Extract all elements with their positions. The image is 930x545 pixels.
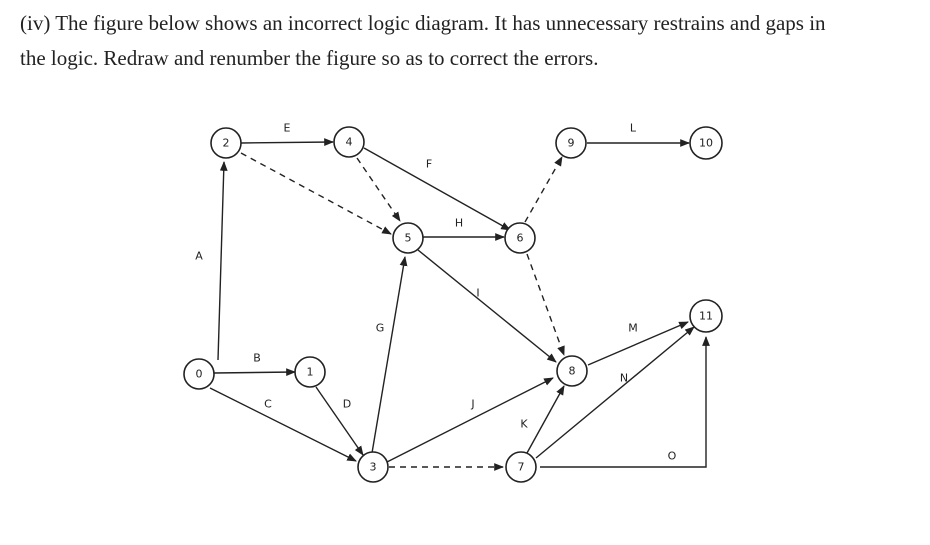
node-1-label: 1 (307, 366, 314, 379)
node-1: 1 (294, 356, 326, 388)
label-K: K (520, 418, 528, 431)
node-9-label: 9 (568, 137, 575, 150)
node-5-label: 5 (405, 232, 412, 245)
dummy-6-8 (526, 253, 565, 356)
activity-E (240, 138, 334, 147)
activity-N (535, 326, 695, 459)
label-M: M (628, 322, 638, 335)
activity-G (371, 256, 408, 454)
node-4: 4 (333, 126, 365, 158)
activity-B (213, 368, 296, 377)
node-7-label: 7 (518, 461, 525, 474)
node-0: 0 (183, 358, 215, 390)
label-D: D (343, 398, 351, 411)
question-line-1: (iv) The figure below shows an incorrect… (20, 11, 826, 35)
label-N: N (620, 372, 628, 385)
node-8-label: 8 (569, 365, 576, 378)
node-8: 8 (556, 355, 588, 387)
activity-M (587, 321, 689, 366)
node-10: 10 (689, 126, 723, 160)
node-4-label: 4 (346, 136, 353, 149)
dummy-6-9 (524, 156, 563, 223)
question-line-2: the logic. Redraw and renumber the figur… (20, 46, 599, 70)
label-C: C (264, 398, 272, 411)
dummy-4-5 (356, 157, 401, 222)
activity-A (217, 161, 228, 361)
activity-O (540, 336, 710, 468)
node-5: 5 (392, 222, 424, 254)
node-6-label: 6 (517, 232, 524, 245)
activity-K (526, 385, 565, 454)
label-E: E (284, 122, 291, 135)
label-J: J (470, 398, 474, 411)
activity-J (386, 377, 554, 463)
node-11: 11 (689, 299, 723, 333)
node-0-label: 0 (196, 368, 203, 381)
question-text: (iv) The figure below shows an incorrect… (20, 6, 920, 76)
dummy-2-5 (240, 152, 392, 235)
activity-C (209, 387, 357, 462)
node-2: 2 (210, 127, 242, 159)
label-B: B (253, 352, 261, 365)
node-7: 7 (505, 451, 537, 483)
label-L: L (630, 122, 637, 135)
label-H: H (455, 217, 463, 230)
node-9: 9 (555, 127, 587, 159)
activity-D (315, 386, 364, 456)
node-3-label: 3 (370, 461, 377, 474)
node-6: 6 (504, 222, 536, 254)
activity-I (417, 249, 557, 363)
label-F: F (426, 158, 432, 171)
node-2-label: 2 (223, 137, 230, 150)
activity-F (363, 147, 511, 231)
node-3: 3 (357, 451, 389, 483)
node-11-label: 11 (699, 310, 713, 323)
node-10-label: 10 (699, 137, 713, 150)
label-I: I (476, 287, 479, 300)
label-O: O (668, 450, 677, 463)
label-G: G (376, 322, 385, 335)
label-A: A (195, 250, 203, 263)
